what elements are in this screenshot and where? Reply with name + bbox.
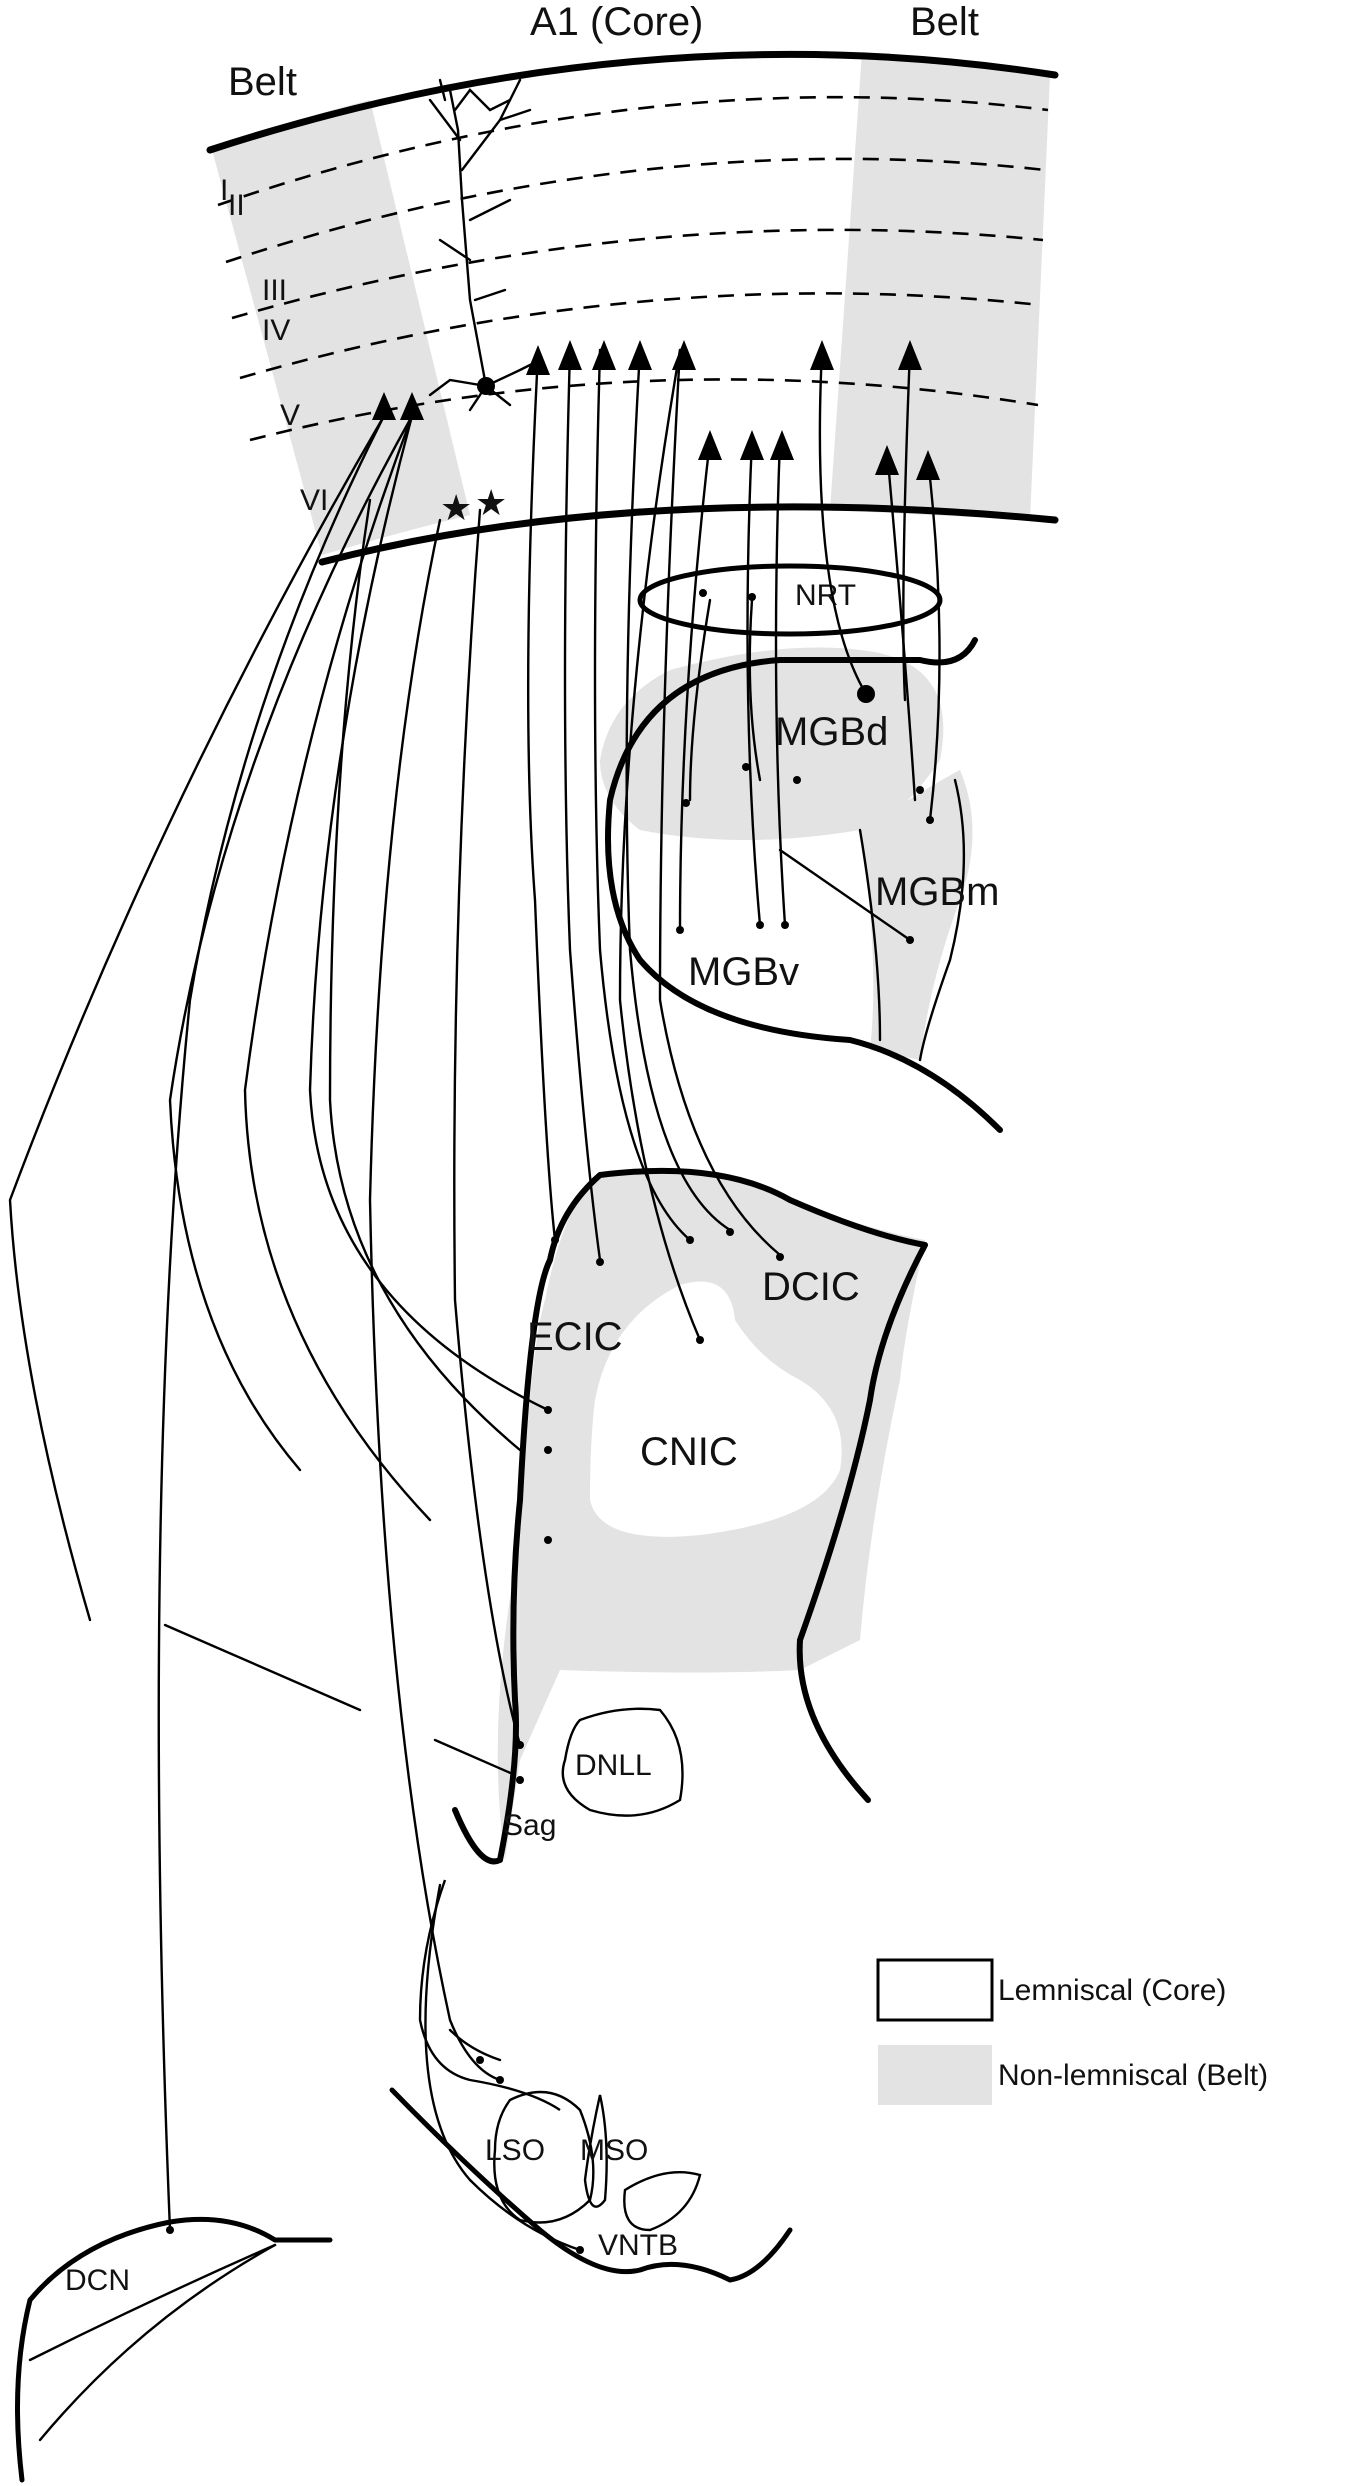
nrt-label: NRT bbox=[795, 579, 856, 612]
projection-mgbd-3 bbox=[688, 598, 712, 802]
legend-label-lemniscal: Lemniscal (Core) bbox=[998, 1974, 1226, 2007]
projection-to-sag bbox=[453, 508, 522, 1747]
cortex-belt-left-zone bbox=[212, 100, 470, 555]
vntb-label: VNTB bbox=[598, 2229, 678, 2262]
projection-short-cut-1 bbox=[163, 1623, 362, 1712]
mso-label: MSO bbox=[580, 2134, 648, 2167]
dcn-outline bbox=[15, 2216, 333, 2483]
layer-label-vi: VI bbox=[300, 484, 328, 517]
projection-to-vntb bbox=[424, 1883, 582, 2252]
mgbd-label: MGBd bbox=[775, 710, 888, 754]
sag-label: Sag bbox=[503, 1809, 556, 1842]
mgb-outline bbox=[605, 637, 1003, 1133]
layer-label-iii: III bbox=[262, 274, 287, 307]
cochlear-nucleus: DCN bbox=[15, 2216, 333, 2483]
cnic-zone bbox=[590, 1281, 842, 1537]
ecic-label: ECIC bbox=[527, 1315, 623, 1359]
cnic-label: CNIC bbox=[640, 1430, 738, 1474]
projection-mgbd-to-mgbm bbox=[778, 848, 912, 942]
projection-mgbm-1 bbox=[885, 448, 917, 802]
projection-lso-branch bbox=[448, 2028, 502, 2062]
mso-outline bbox=[583, 2094, 608, 2208]
projection-mgbv-2 bbox=[746, 438, 762, 927]
cortex-belt-right-zone bbox=[830, 52, 1050, 520]
mgb-medial-zone bbox=[860, 770, 973, 1060]
projection-core-to-dcic-3 bbox=[658, 348, 782, 1257]
layer-label-iv: IV bbox=[262, 314, 290, 347]
cortex-white-matter-edge bbox=[318, 503, 1059, 566]
projection-mgbv-3 bbox=[774, 438, 787, 927]
projection-short-cut-2 bbox=[433, 1738, 517, 1777]
nrt-outline bbox=[637, 563, 943, 637]
layer-boundary-3 bbox=[231, 228, 1044, 320]
projection-belt-long-2 bbox=[168, 414, 414, 1472]
inferior-colliculus: DCIC ECIC CNIC DNLL Sag bbox=[452, 1167, 928, 1865]
lso-outline bbox=[493, 2090, 595, 2224]
dcic-label: DCIC bbox=[762, 1265, 860, 1309]
thalamus: NRT MGBd MGBm MGBv bbox=[600, 563, 1003, 1133]
legend: Lemniscal (Core) Non-lemniscal (Belt) bbox=[876, 1958, 1268, 2105]
cortex-pial-surface bbox=[206, 50, 1059, 154]
superior-olive: LSO MSO VNTB bbox=[389, 1879, 793, 2283]
layer-boundary-4 bbox=[239, 292, 1041, 380]
brainstem-inner-boundary bbox=[418, 1879, 561, 2111]
projection-mgbd-4 bbox=[748, 598, 762, 782]
legend-swatch-lemniscal bbox=[876, 1958, 994, 2022]
layer-boundary-5 bbox=[249, 378, 1039, 442]
legend-label-nonlemniscal: Non-lemniscal (Belt) bbox=[998, 2059, 1268, 2092]
core-label: A1 (Core) bbox=[530, 0, 703, 44]
dcn-internal-line-2 bbox=[28, 2243, 277, 2362]
ic-outline bbox=[452, 1167, 928, 1865]
mgbv-label: MGBv bbox=[688, 950, 799, 994]
projection-core-to-ecic bbox=[526, 352, 557, 1242]
legend-swatch-nonlemniscal bbox=[878, 2045, 992, 2105]
projection-to-lso bbox=[368, 518, 502, 2082]
mgb-medial-boundary bbox=[858, 778, 966, 1062]
projection-core-to-ecic-2 bbox=[563, 348, 602, 1262]
dcn-internal-line-1 bbox=[38, 2243, 277, 2442]
projection-belt-long-1 bbox=[8, 414, 386, 1622]
projection-mgbd-2 bbox=[902, 348, 912, 702]
layer-label-i: I bbox=[220, 174, 228, 207]
belt-left-label: Belt bbox=[228, 60, 297, 104]
projection-mgbd-1 bbox=[818, 348, 868, 696]
projection-belt-long-5 bbox=[328, 498, 522, 1452]
projection-core-to-dcic bbox=[593, 348, 692, 1242]
projection-arrowheads bbox=[372, 340, 940, 480]
star-marker-1: ★ bbox=[440, 487, 472, 528]
projection-mgbv-1 bbox=[678, 438, 712, 932]
projection-belt-long-3 bbox=[243, 414, 432, 1522]
dnll-label: DNLL bbox=[575, 1749, 652, 1782]
lso-label: LSO bbox=[485, 2134, 545, 2167]
belt-right-label: Belt bbox=[910, 0, 979, 44]
projection-core-to-cnic bbox=[618, 348, 702, 1342]
projection-to-dcn bbox=[157, 414, 386, 2232]
projection-belt-long-4 bbox=[308, 414, 550, 1412]
descending-projections bbox=[8, 348, 941, 2252]
projection-mgbm-2 bbox=[926, 458, 941, 822]
dcn-label: DCN bbox=[65, 2264, 130, 2297]
mgbm-label: MGBm bbox=[875, 870, 999, 914]
projection-core-to-dcic-2 bbox=[625, 348, 732, 1232]
layer-boundary-2 bbox=[225, 157, 1046, 264]
pyramidal-neuron bbox=[428, 78, 542, 412]
dnll-outline bbox=[561, 1707, 684, 1817]
layer-label-v: V bbox=[280, 399, 300, 432]
projection-terminals bbox=[166, 589, 934, 2254]
vntb-nucleus-outline bbox=[623, 2170, 702, 2232]
layer-label-ii: II bbox=[228, 189, 245, 222]
brainstem-outline bbox=[389, 2087, 793, 2283]
